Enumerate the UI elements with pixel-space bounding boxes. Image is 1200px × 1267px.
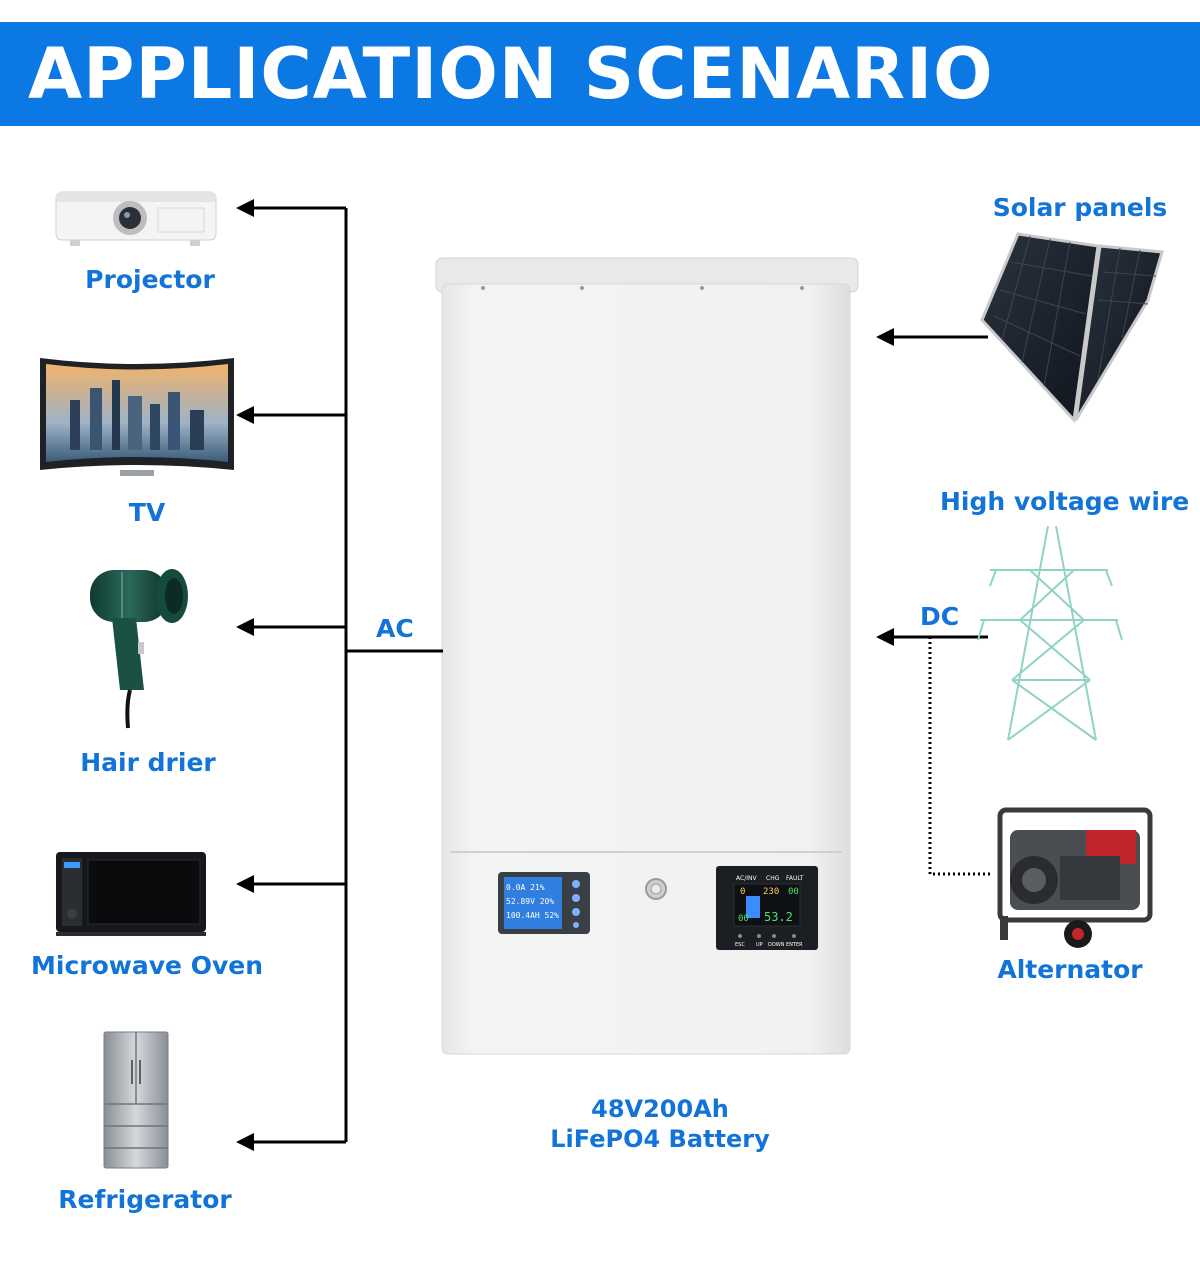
battery-display-right: AC/INV CHG FAULT 0 230 00 00 53.2 ESC UP…	[716, 866, 818, 950]
display-value: 00	[788, 887, 799, 897]
arrow-left-icon	[236, 199, 254, 217]
arrow-left-icon	[236, 618, 254, 636]
battery-type: LiFePO4 Battery	[550, 1125, 770, 1153]
arrow-left-icon	[876, 328, 894, 346]
ac-arrowheads	[236, 199, 254, 1151]
projector-icon	[55, 191, 217, 246]
display-button-label: DOWN	[768, 942, 785, 948]
display-value: 53.2	[764, 910, 793, 924]
arrow-left-icon	[236, 406, 254, 424]
page-title: APPLICATION SCENARIO	[28, 33, 994, 115]
display-label: AC/INV	[736, 875, 757, 882]
microwave-icon	[56, 852, 206, 936]
solar-panel-icon	[980, 232, 1164, 424]
load-label-projector: Projector	[85, 265, 215, 294]
display-value: 00	[738, 914, 749, 924]
display-row: 0.0A 21%	[506, 883, 545, 892]
display-label: CHG	[766, 875, 780, 882]
arrow-left-icon	[236, 1133, 254, 1151]
source-label-alternator: Alternator	[997, 955, 1143, 984]
arrow-left-icon	[876, 628, 894, 646]
dc-label: DC	[920, 602, 960, 631]
arrow-left-icon	[236, 875, 254, 893]
source-label-solar: Solar panels	[992, 193, 1168, 222]
battery-unit: 0.0A 21% 52.89V 20% 100.4AH 52% AC/INV C…	[435, 257, 859, 1055]
source-label-high-voltage: High voltage wire	[940, 487, 1190, 516]
display-row: 52.89V 20%	[506, 897, 554, 906]
power-switch-icon	[645, 878, 667, 900]
hair-drier-icon	[90, 569, 188, 729]
display-label: FAULT	[786, 875, 804, 882]
display-value: 230	[763, 887, 779, 897]
load-label-tv: TV	[128, 498, 166, 527]
power-tower-icon	[977, 525, 1123, 741]
battery-display-left: 0.0A 21% 52.89V 20% 100.4AH 52%	[498, 872, 590, 934]
load-label-hair-drier: Hair drier	[80, 748, 216, 777]
generator-icon	[997, 807, 1153, 948]
display-button-label: ENTER	[786, 942, 803, 948]
load-label-refrigerator: Refrigerator	[58, 1185, 232, 1214]
dc-wiring	[876, 328, 990, 876]
display-button-label: ESC	[735, 942, 745, 948]
ac-label: AC	[376, 614, 414, 643]
battery-spec: 48V200Ah	[591, 1095, 729, 1123]
ac-wiring	[252, 206, 443, 1144]
display-row: 100.4AH 52%	[506, 911, 559, 920]
load-label-microwave: Microwave Oven	[31, 951, 263, 980]
refrigerator-icon	[103, 1031, 169, 1169]
header-banner: APPLICATION SCENARIO	[0, 22, 1200, 126]
display-button-label: UP	[756, 942, 763, 948]
tv-icon	[40, 358, 234, 476]
display-value: 0	[740, 887, 745, 897]
